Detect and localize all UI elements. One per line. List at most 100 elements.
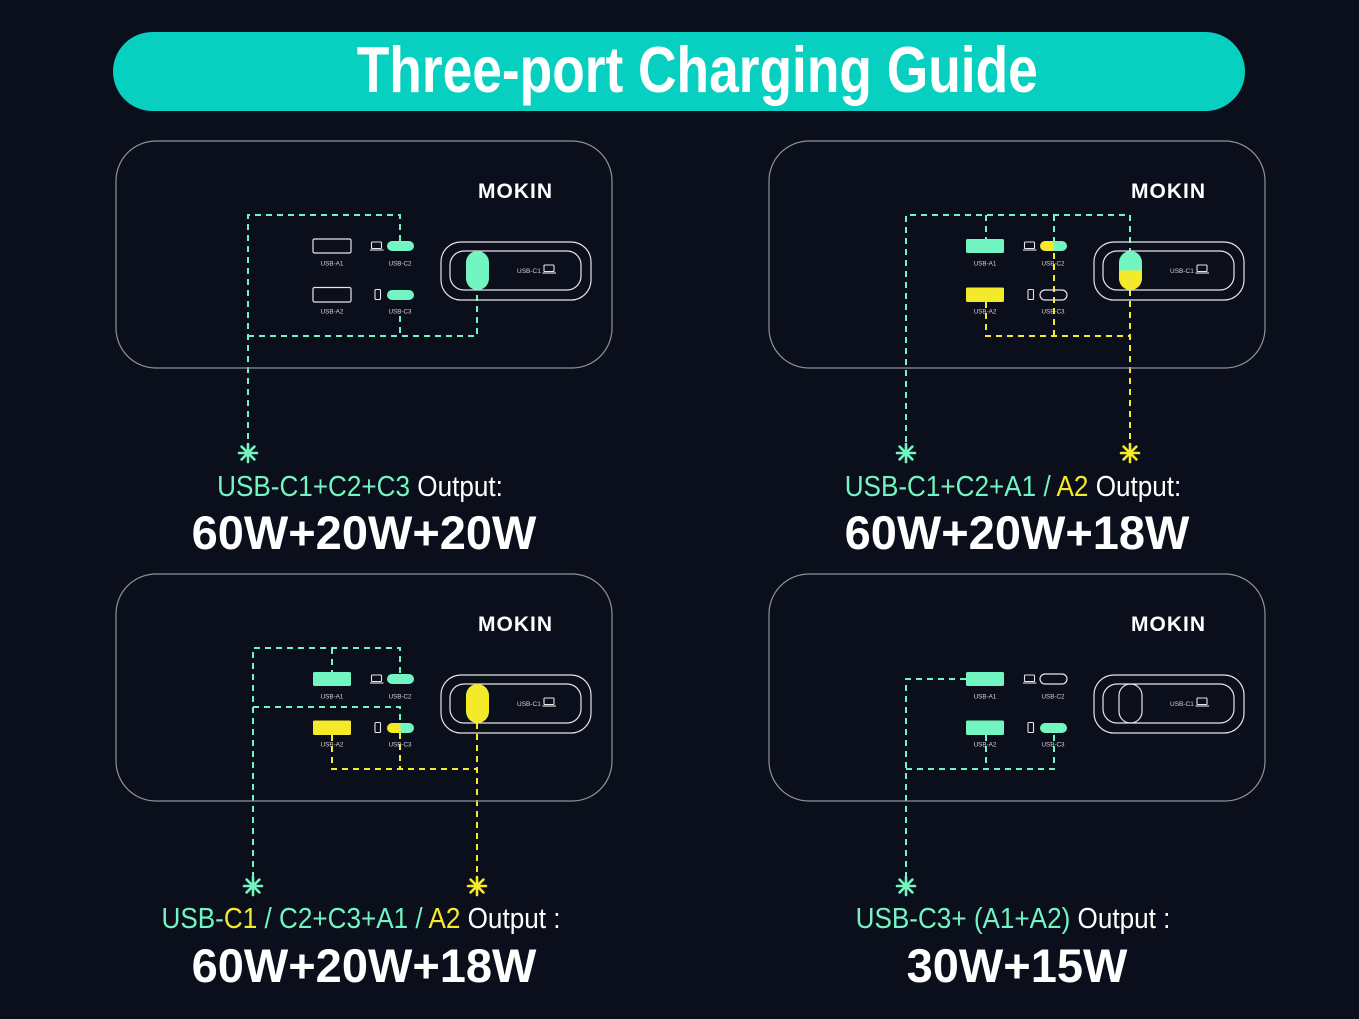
laptop-icon [1023, 241, 1037, 251]
panel-2-connections [905, 214, 1131, 442]
panel-2-output-watts: 60W+20W+18W [844, 506, 1190, 559]
phone-icon [1027, 721, 1035, 734]
panel-1-connections [247, 214, 478, 442]
page-title: Three-port Charging Guide [197, 30, 1197, 109]
asterisk-marker-icon [237, 442, 259, 464]
usb-c3-port [1039, 289, 1068, 301]
config-output-text: Output: [410, 471, 503, 503]
usb-c1-bay [449, 683, 582, 724]
usb-a2-label: USB-A2 [974, 309, 997, 316]
charger-body [115, 573, 613, 802]
usb-c1-label: USB-C1 [1170, 268, 1194, 275]
connection-line [905, 214, 1131, 442]
usb-c2-port [1040, 241, 1067, 251]
laptop-icon [370, 674, 384, 684]
usb-c1-housing [440, 241, 592, 301]
usb-c1-bay [1102, 250, 1235, 291]
usb-c1-label: USB-C1 [1170, 701, 1194, 708]
phone-icon [374, 721, 382, 734]
usb-c1-port [1119, 251, 1142, 290]
usb-c1-port [1118, 683, 1143, 724]
laptop-icon [1195, 697, 1209, 707]
phone-icon [374, 288, 382, 301]
connection-line [252, 647, 401, 878]
usb-a2-port [966, 720, 1004, 735]
usb-a1-port [312, 238, 352, 254]
usb-c1-housing [1093, 241, 1245, 301]
usb-c1-port [466, 251, 489, 290]
usb-c1-bay [1102, 683, 1235, 724]
usb-a2-label: USB-A2 [321, 742, 344, 749]
usb-c2-label: USB-C2 [1041, 261, 1065, 268]
config-ports-text: / C2+C3+A1 / [257, 903, 429, 935]
asterisk-marker-icon [466, 875, 488, 897]
usb-c3-port [1040, 723, 1067, 733]
usb-a2-port [313, 720, 351, 735]
usb-a2-label: USB-A2 [974, 742, 997, 749]
panel-3-connections [252, 647, 478, 878]
connection-line [253, 706, 401, 723]
usb-c2-label: USB-C2 [388, 694, 412, 701]
usb-c3-port [387, 290, 414, 300]
config-ports-text: USB- [161, 903, 224, 935]
charger-body [115, 140, 613, 369]
usb-c1-label: USB-C1 [517, 701, 541, 708]
config-output-text: Output : [1070, 903, 1171, 935]
usb-a1-port [966, 239, 1004, 253]
usb-c1-port [466, 684, 489, 723]
usb-c1-label: USB-C1 [517, 268, 541, 275]
asterisk-marker-icon [242, 875, 264, 897]
config-output-text: Output : [460, 903, 561, 935]
connection-line [331, 735, 477, 770]
asterisk-marker-icon [895, 442, 917, 464]
panel-4-config-label: USB-C3+ (A1+A2) Output : [788, 902, 1238, 936]
panel-1-output-watts: 60W+20W+20W [191, 506, 537, 559]
page-title-text: Three-port Charging Guide [356, 33, 1038, 106]
usb-c3-label: USB-C3 [388, 309, 412, 316]
config-ports-text: USB-C1+C2+C3 [217, 471, 411, 503]
panel-4-charger: MOKIN USB-A1 USB-A2 USB-C2 USB-C3 USB-C1 [768, 573, 1266, 802]
connection-line [247, 214, 401, 442]
panel-3-config-label: USB-C1 / C2+C3+A1 / A2 Output : [136, 902, 586, 936]
panel-4-output-watts: 30W+15W [906, 939, 1128, 992]
usb-c3-port [387, 723, 414, 733]
usb-a1-label: USB-A1 [321, 694, 344, 701]
brand-logo: MOKIN [1131, 180, 1206, 203]
title-banner [113, 32, 1245, 111]
usb-c2-port [1039, 673, 1068, 685]
phone-icon [1027, 288, 1035, 301]
laptop-icon [542, 697, 556, 707]
config-ports-text: USB-C3+ (A1+A2) [855, 903, 1071, 935]
usb-c3-label: USB-C3 [1041, 742, 1065, 749]
usb-c2-port [387, 674, 414, 684]
usb-c2-port [387, 241, 414, 251]
laptop-icon [1023, 674, 1037, 684]
usb-a2-port [966, 287, 1004, 302]
config-ports-text: A2 [1056, 471, 1089, 503]
panel-4-connections [905, 678, 1055, 878]
charger-body [768, 573, 1266, 802]
usb-c2-label: USB-C2 [1041, 694, 1065, 701]
asterisk-marker-icon [895, 875, 917, 897]
usb-a2-port [312, 286, 352, 303]
charger-body [768, 140, 1266, 369]
usb-c2-label: USB-C2 [388, 261, 412, 268]
config-ports-text: A2 [428, 903, 461, 935]
connection-line [905, 678, 966, 878]
usb-a1-label: USB-A1 [974, 261, 997, 268]
panel-2-charger: MOKIN USB-A1 USB-A2 USB-C2 USB-C3 USB-C1 [768, 140, 1266, 369]
usb-a2-label: USB-A2 [321, 309, 344, 316]
laptop-icon [370, 241, 384, 251]
usb-c1-bay [449, 250, 582, 291]
usb-a1-label: USB-A1 [321, 261, 344, 268]
usb-c3-label: USB-C3 [1041, 309, 1065, 316]
usb-c1-housing [440, 674, 592, 734]
usb-a1-port [966, 672, 1004, 686]
config-ports-text: C1 [223, 903, 258, 935]
connection-line [248, 290, 478, 337]
usb-c1-housing [1093, 674, 1245, 734]
usb-a1-port [313, 672, 351, 686]
usb-a1-label: USB-A1 [974, 694, 997, 701]
config-output-text: Output: [1088, 471, 1182, 503]
